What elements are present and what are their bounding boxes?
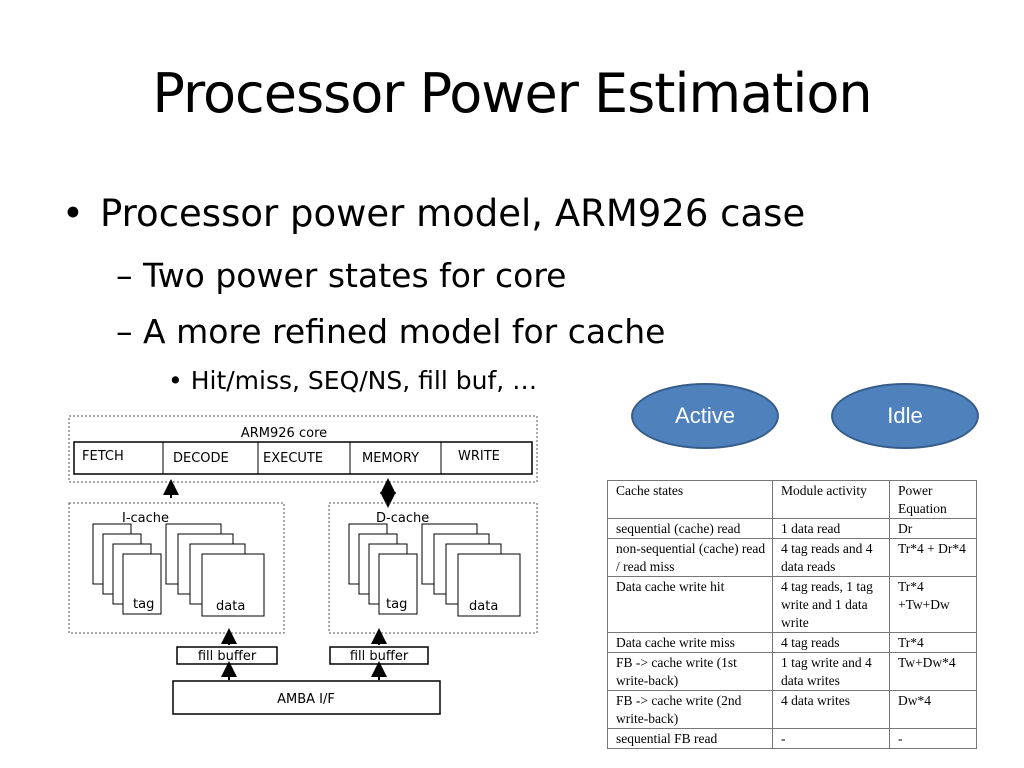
fill-buffer-label: fill buffer — [350, 649, 409, 664]
stage-execute: EXECUTE — [263, 451, 323, 466]
bullet-level3: • Hit/miss, SEQ/NS, fill buf, … — [168, 366, 537, 395]
arm926-block-diagram: ARM926 core FETCH DECODE EXECUTE MEMORY … — [68, 415, 538, 715]
stage-fetch: FETCH — [82, 449, 124, 464]
bullet-dot: • — [62, 192, 84, 235]
icache-label: I-cache — [122, 511, 169, 526]
table-cell: Dr — [889, 518, 977, 539]
table-cell: Tr*4 +Tw+Dw — [889, 576, 977, 633]
dcache-data-label: data — [469, 599, 498, 614]
table-cell: non-sequential (cache) read / read miss — [607, 538, 773, 577]
dcache-label: D-cache — [376, 511, 429, 526]
dash: – — [116, 256, 133, 295]
table-cell: Tw+Dw*4 — [889, 652, 977, 691]
sub-bullet-text: Two power states for core — [143, 256, 567, 295]
table-cell: 4 tag reads, 1 tag write and 1 data writ… — [772, 576, 890, 633]
amba-label: AMBA I/F — [277, 692, 335, 707]
core-title: ARM926 core — [241, 426, 327, 441]
table-row: FB -> cache write (1st write-back) 1 tag… — [607, 652, 977, 691]
state-label: Idle — [887, 403, 923, 428]
bullet-text: Processor power model, ARM926 case — [100, 192, 806, 235]
state-active: Active — [631, 383, 779, 449]
table-cell: - — [772, 728, 890, 749]
slide-title: Processor Power Estimation — [152, 62, 872, 125]
table-cell: 1 tag write and 4 data writes — [772, 652, 890, 691]
dcache-boundary — [328, 502, 538, 634]
icache-tag-label: tag — [133, 597, 154, 612]
dash: – — [116, 312, 133, 351]
sub-bullet-core-states: – Two power states for core — [116, 256, 566, 295]
table-cell: Dw*4 — [889, 690, 977, 729]
table-row: FB -> cache write (2nd write-back) 4 dat… — [607, 690, 977, 729]
icache-boundary — [68, 502, 285, 634]
bullet-text: Hit/miss, SEQ/NS, fill buf, … — [190, 366, 538, 395]
core-boundary — [68, 415, 538, 483]
table-cell: - — [889, 728, 977, 749]
table-cell: Data cache write hit — [607, 576, 773, 633]
stage-memory: MEMORY — [362, 451, 419, 466]
cache-power-table: Cache states Module activity Power Equat… — [607, 480, 977, 749]
table-cell: Tr*4 + Dr*4 — [889, 538, 977, 577]
table-cell: 4 tag reads — [772, 632, 890, 653]
table-row: Data cache write miss 4 tag reads Tr*4 — [607, 632, 977, 653]
table-header: Cache states Module activity Power Equat… — [607, 480, 977, 519]
header-cell: Cache states — [607, 480, 773, 519]
state-idle: Idle — [831, 383, 979, 449]
table-row: sequential FB read - - — [607, 728, 977, 749]
sub-bullet-cache-model: – A more refined model for cache — [116, 312, 665, 351]
icache-data-label: data — [216, 599, 245, 614]
state-label: Active — [675, 403, 735, 428]
pipeline — [73, 441, 533, 475]
table-cell: Data cache write miss — [607, 632, 773, 653]
table-cell: 4 data writes — [772, 690, 890, 729]
header-cell: Module activity — [772, 480, 890, 519]
table-cell: 4 tag reads and 4 data reads — [772, 538, 890, 577]
stage-decode: DECODE — [173, 451, 229, 466]
table-row: non-sequential (cache) read / read miss … — [607, 538, 977, 577]
header-cell: Power Equation — [889, 480, 977, 519]
table-row: sequential (cache) read 1 data read Dr — [607, 518, 977, 539]
bullet-dot: • — [168, 366, 183, 395]
table-cell: 1 data read — [772, 518, 890, 539]
amba-interface — [172, 680, 441, 715]
table-cell: sequential (cache) read — [607, 518, 773, 539]
table-cell: sequential FB read — [607, 728, 773, 749]
table-cell: FB -> cache write (2nd write-back) — [607, 690, 773, 729]
sub-bullet-text: A more refined model for cache — [143, 312, 666, 351]
dcache-tag-label: tag — [386, 597, 407, 612]
stage-write: WRITE — [458, 449, 500, 464]
table-row: Data cache write hit 4 tag reads, 1 tag … — [607, 576, 977, 633]
table-cell: FB -> cache write (1st write-back) — [607, 652, 773, 691]
table-cell: Tr*4 — [889, 632, 977, 653]
fill-buffer-label: fill buffer — [198, 649, 257, 664]
